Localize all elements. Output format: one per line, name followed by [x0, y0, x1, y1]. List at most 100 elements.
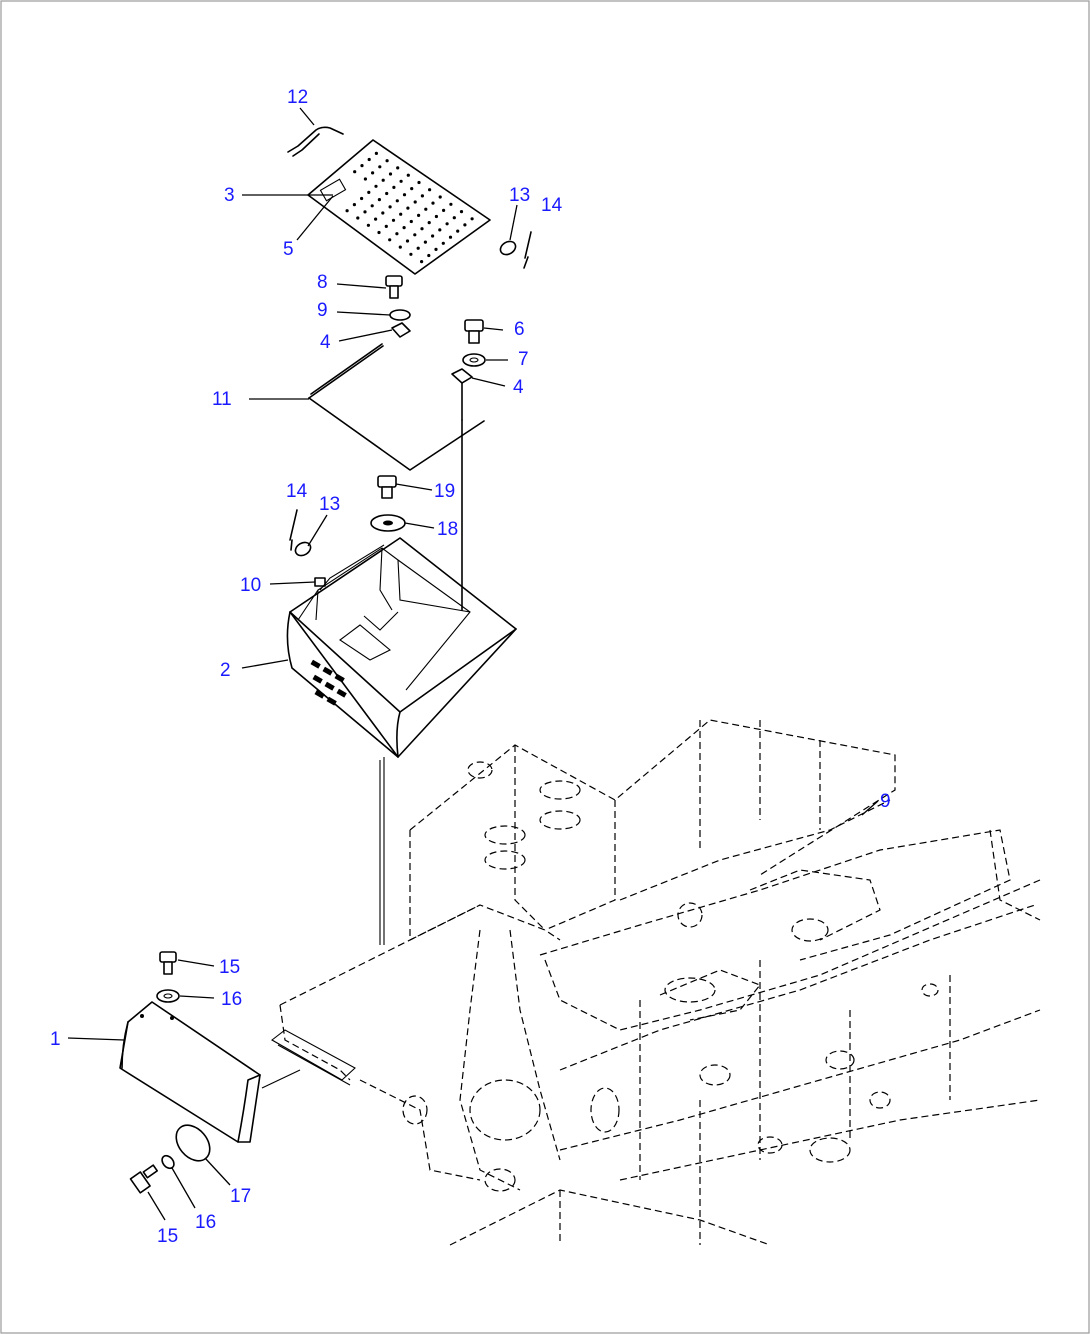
bolt-washer-cover-top — [156, 951, 180, 1003]
callout-1: 1 — [50, 1029, 61, 1050]
perforation-dot — [356, 216, 360, 220]
perforation-dot — [374, 151, 378, 155]
vent-slot — [314, 689, 325, 699]
perforation-dot — [366, 223, 370, 227]
perforation-dot — [360, 196, 364, 201]
vent-slot — [312, 674, 323, 684]
perforation-dot — [405, 239, 410, 243]
perforation-dot — [360, 164, 364, 168]
callout-9-frame: 9 — [880, 791, 891, 812]
perforation-dot — [384, 224, 388, 228]
perforation-dot — [413, 200, 417, 204]
callout-16-lower: 16 — [195, 1212, 216, 1233]
perforation-dot — [406, 206, 410, 210]
storage-box — [286, 419, 517, 758]
perforation-dot — [371, 171, 375, 175]
perforation-dot — [367, 190, 371, 194]
callout-7: 7 — [518, 349, 529, 370]
perforation-dot — [441, 241, 445, 245]
vent-slot — [322, 666, 333, 676]
perforation-dot — [413, 233, 417, 237]
perforation-dot — [377, 230, 381, 235]
leader-lines — [67, 107, 879, 1221]
perforation-dot — [378, 165, 382, 169]
perforation-dot — [431, 201, 435, 205]
vent-slot — [326, 696, 337, 706]
callout-14-lower: 14 — [286, 481, 308, 502]
perforation-dot — [445, 222, 449, 226]
handle-part — [287, 126, 344, 157]
perforation-dot — [345, 209, 349, 213]
callout-labels: 12 3 5 13 14 8 9 6 4 7 4 11 14 19 13 18 … — [50, 87, 891, 1247]
top-plate — [307, 139, 491, 275]
perforation-dot — [410, 187, 414, 191]
perforation-dot — [388, 205, 392, 209]
bolt-washer-box — [370, 475, 406, 532]
perforation-dot — [388, 238, 392, 242]
perforation-dot — [385, 191, 389, 196]
perforation-dot — [416, 246, 420, 250]
perforation-dot — [427, 253, 431, 258]
callout-10: 10 — [240, 575, 261, 596]
side-cover — [119, 1001, 356, 1143]
perforation-dot — [452, 216, 456, 220]
perforation-dot — [385, 159, 389, 163]
perforation-dot — [374, 184, 378, 188]
perforation-dot — [402, 226, 406, 230]
perforation-dot — [370, 204, 374, 208]
perforation-dot — [417, 180, 421, 185]
perforation-dot — [395, 232, 399, 236]
perforation-dot — [420, 194, 424, 198]
perforation-dot — [470, 217, 474, 221]
chassis-frame — [279, 719, 1041, 1246]
bolt-washer-clip-left — [385, 275, 411, 338]
perforation-dot — [395, 199, 399, 203]
perforation-dot — [409, 219, 413, 224]
perforation-dot — [409, 252, 413, 256]
callout-12: 12 — [287, 87, 308, 108]
perforation-dot — [438, 228, 442, 232]
vent-slot — [334, 673, 345, 683]
perforation-dot — [438, 195, 442, 199]
callout-17: 17 — [230, 1186, 251, 1207]
perforation-dot — [424, 207, 428, 211]
perforation-dot — [442, 208, 446, 212]
perforation-dot — [367, 157, 371, 162]
perforation-dot — [428, 188, 432, 192]
perforation-dot — [434, 214, 438, 219]
callout-13-lower: 13 — [319, 494, 340, 515]
perforation-dot — [374, 217, 378, 221]
callout-8: 8 — [317, 272, 328, 293]
pin-washer-left — [289, 509, 326, 587]
bolt-washer-cover-bottom — [129, 1124, 211, 1194]
perforation-dot — [399, 212, 403, 216]
callout-5: 5 — [283, 239, 294, 260]
perforation-dot — [398, 245, 402, 249]
perforation-dot — [420, 260, 424, 264]
perforation-dot — [449, 202, 453, 206]
perforation-dot — [427, 221, 431, 225]
perforation-dot — [431, 234, 435, 238]
perforation-dot — [456, 229, 460, 233]
callout-14-upper: 14 — [541, 195, 563, 216]
callout-9-upper: 9 — [317, 300, 328, 321]
vent-slot — [336, 688, 347, 698]
gasket-sheet — [308, 343, 485, 471]
perforation-dot — [420, 227, 424, 231]
vent-slot — [324, 681, 335, 691]
perforation-dot — [353, 170, 357, 174]
perforation-dot — [423, 240, 427, 244]
perforation-dot — [402, 193, 407, 197]
perforation-dot — [406, 173, 410, 177]
callout-6: 6 — [514, 319, 525, 340]
perforation-dot — [417, 213, 421, 217]
perforation-dot — [434, 247, 438, 251]
callout-4-right: 4 — [513, 377, 524, 398]
callout-15-lower: 15 — [157, 1226, 178, 1247]
perforation-dot — [448, 235, 453, 239]
perforation-dot — [392, 185, 396, 189]
callout-3: 3 — [224, 185, 235, 206]
callout-15-upper: 15 — [219, 957, 240, 978]
callout-13-upper: 13 — [509, 185, 530, 206]
callout-18: 18 — [437, 519, 458, 540]
